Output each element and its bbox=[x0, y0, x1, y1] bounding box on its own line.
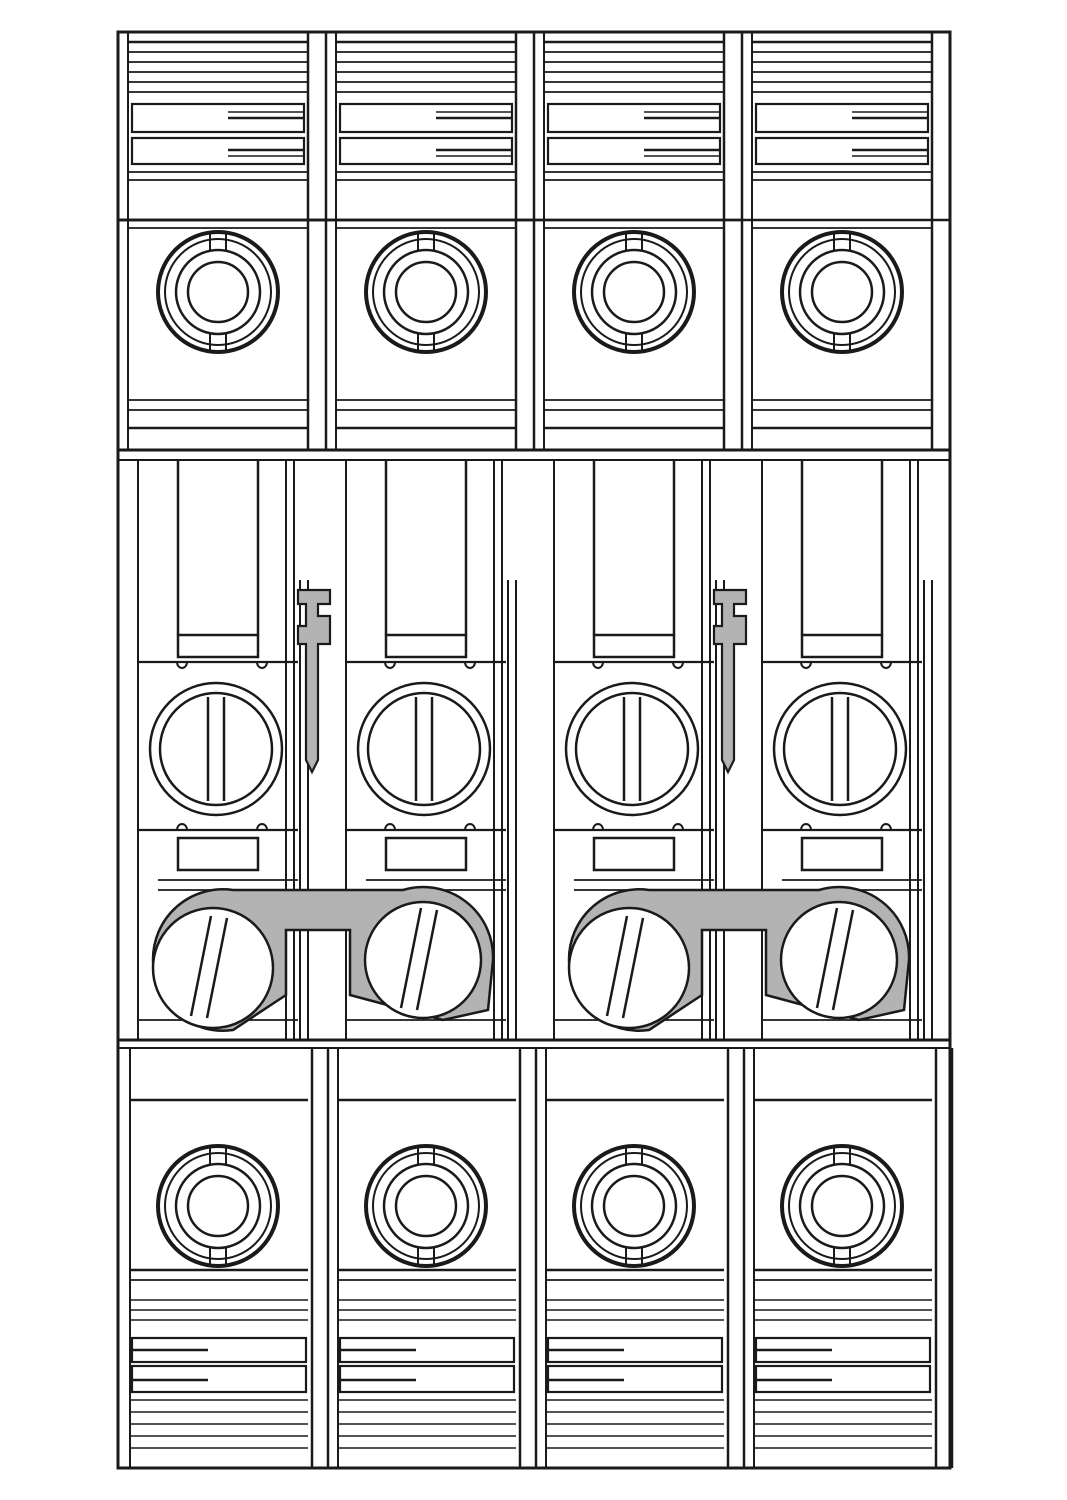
pin-jumper-body bbox=[296, 588, 332, 775]
ledge-notch bbox=[592, 823, 604, 831]
terminal-screw-icon bbox=[156, 230, 280, 354]
slotted-screw-inner bbox=[366, 691, 482, 807]
terminal-screw-icon bbox=[780, 230, 904, 354]
terminal-screw-icon bbox=[156, 1144, 280, 1268]
terminal-screw-head bbox=[186, 260, 250, 324]
terminal-screw-ring bbox=[590, 1162, 678, 1250]
ledge-notch bbox=[880, 823, 892, 831]
slotted-screw-icon bbox=[151, 906, 275, 1030]
terminal-screw-icon bbox=[364, 230, 488, 354]
slotted-screw-icon bbox=[567, 906, 691, 1030]
terminal-screw-ring bbox=[174, 248, 262, 336]
terminal-screw-ring bbox=[164, 1152, 272, 1260]
terminal-screw-icon bbox=[364, 1144, 488, 1268]
ledge-notch bbox=[672, 661, 684, 669]
slotted-screw-outer bbox=[564, 681, 700, 817]
ledge-notch bbox=[464, 823, 476, 831]
terminal-screw-ring bbox=[580, 1152, 688, 1260]
terminal-screw-head bbox=[602, 1174, 666, 1238]
terminal-screw-ring bbox=[164, 238, 272, 346]
ledge-notch bbox=[464, 661, 476, 669]
ledge-notch bbox=[256, 661, 268, 669]
slotted-screw-icon bbox=[564, 681, 700, 817]
pin-jumper-icon bbox=[712, 588, 748, 775]
terminal-screw-ring bbox=[590, 248, 678, 336]
bridge-screw-head bbox=[151, 906, 275, 1030]
pin-jumper-icon bbox=[296, 588, 332, 775]
slotted-screw-icon bbox=[779, 900, 899, 1020]
pin-jumper-body bbox=[712, 588, 748, 775]
slotted-screw-inner bbox=[574, 691, 690, 807]
terminal-screw-icon bbox=[572, 1144, 696, 1268]
terminal-screw-ring bbox=[788, 1152, 896, 1260]
slotted-screw-icon bbox=[148, 681, 284, 817]
bridge-screw-slot bbox=[621, 917, 645, 1019]
terminal-screw-ring bbox=[372, 238, 480, 346]
terminal-screw-ring bbox=[788, 238, 896, 346]
bridge-jumper-icon bbox=[567, 885, 911, 1032]
ledge-notch bbox=[384, 823, 396, 831]
ledge-notch bbox=[592, 661, 604, 669]
slotted-screw-outer bbox=[148, 681, 284, 817]
bridge-screw-head bbox=[567, 906, 691, 1030]
module-3 bbox=[118, 32, 746, 1468]
bridge-screw-slot bbox=[831, 909, 855, 1011]
terminal-screw-head bbox=[186, 1174, 250, 1238]
terminal-screw-head bbox=[394, 1174, 458, 1238]
module-4 bbox=[118, 32, 954, 1468]
slotted-screw-outer bbox=[772, 681, 908, 817]
slotted-screw-outer bbox=[356, 681, 492, 817]
terminal-screw-ring bbox=[798, 248, 886, 336]
bridge-screw-head bbox=[363, 900, 483, 1020]
terminal-screw-icon bbox=[572, 230, 696, 354]
bridge-jumper-icon bbox=[151, 885, 495, 1032]
bridge-screw-slot bbox=[605, 915, 629, 1017]
terminal-screw-head bbox=[810, 1174, 874, 1238]
bridges bbox=[151, 588, 911, 1032]
bridge-screw-slot bbox=[415, 909, 439, 1011]
lower-slider-cap bbox=[176, 836, 260, 872]
lower-slider-cap bbox=[800, 836, 884, 872]
slider-cap bbox=[800, 633, 884, 659]
terminal-screw-ring bbox=[798, 1162, 886, 1250]
slider-cap bbox=[384, 633, 468, 659]
terminal-screw-ring bbox=[382, 1162, 470, 1250]
ledge-notch bbox=[800, 823, 812, 831]
terminal-screw-head bbox=[394, 260, 458, 324]
ledge-notch bbox=[176, 823, 188, 831]
terminal-screw-ring bbox=[580, 238, 688, 346]
ledge-notch bbox=[800, 661, 812, 669]
ledge-notch bbox=[384, 661, 396, 669]
ledge-notch bbox=[672, 823, 684, 831]
slotted-screw-inner bbox=[782, 691, 898, 807]
bridge-screw-slot bbox=[815, 907, 839, 1009]
bridge-screw-slot bbox=[205, 917, 229, 1019]
bridge-screw-head bbox=[779, 900, 899, 1020]
ledge-notch bbox=[176, 661, 188, 669]
lower-slider-cap bbox=[384, 836, 468, 872]
lower-slider-cap bbox=[592, 836, 676, 872]
slider-cap bbox=[176, 633, 260, 659]
terminal-screw-ring bbox=[372, 1152, 480, 1260]
terminal-screw-ring bbox=[382, 248, 470, 336]
terminal-screw-head bbox=[602, 260, 666, 324]
terminal-screw-head bbox=[810, 260, 874, 324]
slotted-screw-inner bbox=[158, 691, 274, 807]
terminal-screw-ring bbox=[174, 1162, 262, 1250]
slotted-screw-icon bbox=[772, 681, 908, 817]
bridge-screw-slot bbox=[399, 907, 423, 1009]
module-1 bbox=[118, 32, 330, 1468]
ledge-notch bbox=[880, 661, 892, 669]
ledge-notch bbox=[256, 823, 268, 831]
slotted-screw-icon bbox=[363, 900, 483, 1020]
slider-cap bbox=[592, 633, 676, 659]
bridge-screw-slot bbox=[189, 915, 213, 1017]
slotted-screw-icon bbox=[356, 681, 492, 817]
terminal-screw-icon bbox=[780, 1144, 904, 1268]
